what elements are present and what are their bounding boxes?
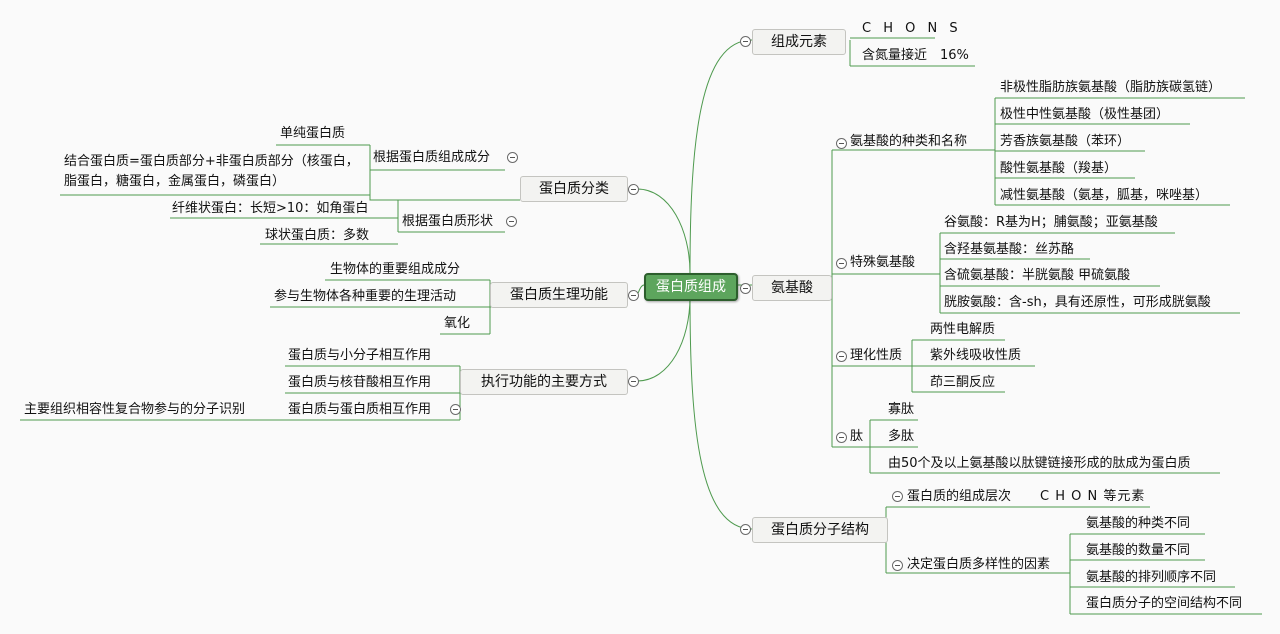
topic-structure[interactable]: 蛋白质分子结构 bbox=[752, 517, 888, 543]
subtopic-peptide[interactable]: 肽 bbox=[850, 429, 864, 444]
subtopic-kinds[interactable]: 氨基酸的种类和名称 bbox=[850, 134, 968, 149]
leaf-physiology-2: 参与生物体各种重要的生理活动 bbox=[274, 289, 457, 304]
subtopic-special[interactable]: 特殊氨基酸 bbox=[850, 255, 916, 270]
collapse-icon[interactable] bbox=[740, 36, 751, 47]
topic-classification[interactable]: 蛋白质分类 bbox=[520, 176, 628, 202]
root-topic[interactable]: 蛋白质组成 bbox=[644, 273, 738, 301]
topic-elements[interactable]: 组成元素 bbox=[752, 29, 846, 55]
leaf-chons: C H O N S bbox=[862, 21, 962, 36]
leaf-levels-value: C H O N 等元素 bbox=[1040, 489, 1146, 504]
collapse-icon[interactable] bbox=[628, 290, 639, 301]
leaf-kind-3: 芳香族氨基酸（苯环） bbox=[1000, 134, 1131, 149]
leaf-prop-2: 紫外线吸收性质 bbox=[930, 348, 1022, 363]
subtopic-levels[interactable]: 蛋白质的组成层次 bbox=[907, 489, 1012, 504]
leaf-kind-1: 非极性脂肪族氨基酸（脂肪族碳氢链） bbox=[1000, 80, 1222, 95]
leaf-prop-1: 两性电解质 bbox=[930, 322, 996, 337]
leaf-peptide-3: 由50个及以上氨基酸以肽键链接形成的肽成为蛋白质 bbox=[888, 456, 1191, 471]
subtopic-by-shape[interactable]: 根据蛋白质形状 bbox=[402, 214, 494, 229]
leaf-physiology-1: 生物体的重要组成成分 bbox=[330, 262, 461, 277]
topic-amino-acids[interactable]: 氨基酸 bbox=[752, 275, 832, 301]
leaf-special-2: 含羟基氨基酸：丝苏酪 bbox=[944, 242, 1075, 257]
leaf-simple-protein: 单纯蛋白质 bbox=[280, 126, 346, 141]
subtopic-properties[interactable]: 理化性质 bbox=[850, 348, 903, 363]
leaf-mode-3[interactable]: 蛋白质与蛋白质相互作用 bbox=[288, 402, 432, 417]
leaf-mhc-recognition: 主要组织相容性复合物参与的分子识别 bbox=[24, 402, 246, 417]
leaf-mode-2: 蛋白质与核苷酸相互作用 bbox=[288, 375, 432, 390]
subtopic-by-composition[interactable]: 根据蛋白质组成成分 bbox=[373, 150, 491, 165]
leaf-kind-5: 减性氨基酸（氨基，胍基，咪唑基） bbox=[1000, 188, 1209, 203]
collapse-icon[interactable] bbox=[892, 560, 903, 571]
leaf-kind-4: 酸性氨基酸（羧基） bbox=[1000, 161, 1118, 176]
collapse-icon[interactable] bbox=[628, 184, 639, 195]
leaf-diversity-4: 蛋白质分子的空间结构不同 bbox=[1086, 596, 1243, 611]
collapse-icon[interactable] bbox=[836, 138, 847, 149]
collapse-icon[interactable] bbox=[628, 376, 639, 387]
leaf-prop-3: 茚三酮反应 bbox=[930, 375, 996, 390]
leaf-diversity-2: 氨基酸的数量不同 bbox=[1086, 543, 1191, 558]
leaf-diversity-1: 氨基酸的种类不同 bbox=[1086, 516, 1191, 531]
leaf-fibrous-protein: 纤维状蛋白：长短>10：如角蛋白 bbox=[172, 201, 369, 216]
leaf-special-1: 谷氨酸：R基为H；脯氨酸；亚氨基酸 bbox=[944, 215, 1158, 230]
leaf-peptide-1: 寡肽 bbox=[888, 402, 915, 417]
collapse-icon[interactable] bbox=[740, 283, 751, 294]
leaf-special-4: 胱胺氨酸：含-sh，具有还原性，可形成胱氨酸 bbox=[944, 295, 1211, 310]
leaf-globular-protein: 球状蛋白质：多数 bbox=[265, 228, 370, 243]
leaf-kind-2: 极性中性氨基酸（极性基团） bbox=[1000, 107, 1170, 122]
topic-modes[interactable]: 执行功能的主要方式 bbox=[460, 369, 628, 395]
leaf-peptide-2: 多肽 bbox=[888, 429, 915, 444]
leaf-conjugated-protein: 结合蛋白质=蛋白质部分+非蛋白质部分（核蛋白，脂蛋白，糖蛋白，金属蛋白，磷蛋白） bbox=[64, 154, 359, 189]
collapse-icon[interactable] bbox=[507, 152, 518, 163]
collapse-icon[interactable] bbox=[836, 258, 847, 269]
collapse-icon[interactable] bbox=[506, 216, 517, 227]
leaf-special-3: 含硫氨基酸：半胱氨酸 甲硫氨酸 bbox=[944, 268, 1131, 283]
topic-physiology[interactable]: 蛋白质生理功能 bbox=[490, 282, 628, 308]
leaf-nitrogen-content: 含氮量接近 16% bbox=[862, 48, 969, 63]
subtopic-diversity[interactable]: 决定蛋白质多样性的因素 bbox=[907, 557, 1051, 572]
collapse-icon[interactable] bbox=[740, 524, 751, 535]
collapse-icon[interactable] bbox=[450, 404, 461, 415]
leaf-mode-1: 蛋白质与小分子相互作用 bbox=[288, 348, 432, 363]
collapse-icon[interactable] bbox=[892, 491, 903, 502]
collapse-icon[interactable] bbox=[836, 432, 847, 443]
leaf-physiology-3: 氧化 bbox=[444, 316, 471, 331]
leaf-diversity-3: 氨基酸的排列顺序不同 bbox=[1086, 570, 1217, 585]
collapse-icon[interactable] bbox=[836, 351, 847, 362]
